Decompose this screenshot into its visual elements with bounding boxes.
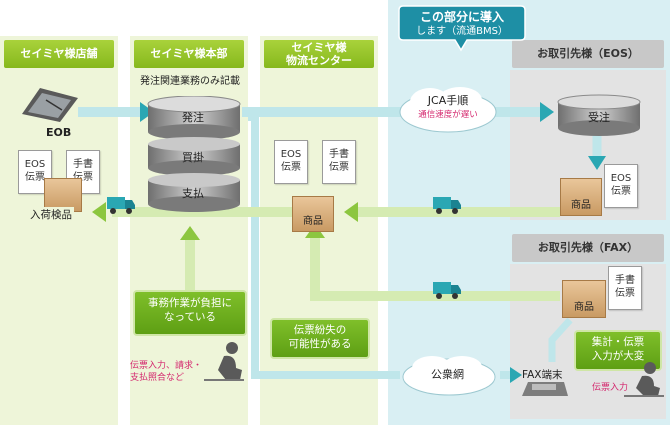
eos-partner-slip-line2: 伝票 bbox=[611, 186, 631, 197]
dc-hand-slip: 手書 伝票 bbox=[322, 140, 356, 184]
fax-hand-slip-line1: 手書 bbox=[615, 275, 635, 286]
hq-burden-note: 事務作業が負担に なっている bbox=[133, 290, 247, 336]
bubble-text: この部分に導入 します（流通BMS） bbox=[399, 10, 525, 38]
supplier-order-label: 受注 bbox=[588, 111, 610, 124]
store-eos-slip-line1: EOS bbox=[24, 159, 46, 170]
truck-icon-fax bbox=[433, 282, 461, 299]
jca-title: JCA手順 bbox=[427, 94, 469, 107]
truck-icon bbox=[107, 197, 135, 214]
fax-goods-label: 商品 bbox=[574, 302, 594, 313]
bms-bubble bbox=[398, 5, 526, 52]
store-hand-slip: 手書 伝票 bbox=[66, 150, 100, 194]
receiving-label: 入荷検品 bbox=[28, 207, 74, 222]
store-eos-slip-line2: 伝票 bbox=[25, 172, 45, 183]
fax-partner-header: お取引先様（FAX） bbox=[512, 234, 664, 262]
store-hand-slip-line1: 手書 bbox=[73, 159, 93, 170]
hq-burden-line2: なっている bbox=[164, 311, 216, 323]
dc-eos-slip-line2: 伝票 bbox=[281, 162, 301, 173]
dc-eos-slip: EOS 伝票 bbox=[274, 140, 308, 184]
store-goods-box bbox=[44, 178, 82, 212]
dc-eos-slip-line1: EOS bbox=[280, 149, 302, 160]
hq-payment-label: 支払 bbox=[182, 187, 204, 200]
slip-loss-note: 伝票紛失の 可能性がある bbox=[270, 318, 370, 359]
bubble-line2: します（流通BMS） bbox=[416, 26, 508, 37]
eos-goods-label: 商品 bbox=[571, 200, 591, 211]
dc-header-line2: 物流センター bbox=[286, 54, 352, 67]
eos-goods-box: 商品 bbox=[560, 178, 602, 216]
dc-goods-label: 商品 bbox=[303, 216, 323, 227]
truck-icon-eos bbox=[433, 197, 461, 214]
dc-goods-box: 商品 bbox=[292, 196, 334, 232]
fax-hand-slip-line2: 伝票 bbox=[615, 288, 635, 299]
dc-hand-slip-line2: 伝票 bbox=[329, 162, 349, 173]
fax-hand-slip: 手書 伝票 bbox=[608, 266, 642, 310]
hq-database-icon bbox=[147, 96, 241, 212]
hq-note: 発注関連業務のみ記載 bbox=[140, 76, 240, 87]
eob-device-icon bbox=[22, 88, 78, 122]
slip-loss-line2: 可能性がある bbox=[288, 338, 352, 350]
eos-partner-header: お取引先様（EOS） bbox=[512, 40, 664, 68]
hq-tasks-line2: 支払照合など bbox=[130, 373, 185, 383]
store-header: セイミヤ様店舗 bbox=[4, 40, 114, 68]
slip-loss-line1: 伝票紛失の bbox=[293, 324, 347, 336]
fax-machine-icon bbox=[522, 382, 568, 396]
jca-note: 通信速度が遅い bbox=[418, 110, 478, 120]
jca-text: JCA手順 通信速度が遅い bbox=[396, 92, 500, 120]
hq-purchase-label: 買掛 bbox=[182, 151, 204, 164]
dc-header-line1: セイミヤ様 bbox=[291, 41, 347, 54]
worried-person-icon bbox=[204, 342, 244, 381]
dc-hand-slip-line1: 手書 bbox=[329, 149, 349, 160]
fax-burden-line2: 入力が大変 bbox=[591, 350, 645, 362]
hq-order-label: 発注 bbox=[182, 111, 204, 124]
jca-cloud-icon bbox=[399, 87, 497, 133]
supplier-database-icon bbox=[557, 94, 641, 136]
public-network-label: 公衆網 bbox=[431, 368, 464, 381]
eos-partner-slip: EOS 伝票 bbox=[604, 164, 638, 208]
fax-burden-line1: 集計・伝票 bbox=[591, 336, 645, 348]
hq-tasks-note: 伝票入力、請求・ 支払照合など bbox=[130, 360, 210, 384]
eob-label: EOB bbox=[46, 126, 72, 139]
fax-goods-box: 商品 bbox=[562, 280, 606, 318]
hq-burden-line1: 事務作業が負担に bbox=[148, 297, 232, 309]
bubble-line1: この部分に導入 bbox=[419, 10, 504, 24]
store-hand-slip-line2: 伝票 bbox=[73, 172, 93, 183]
hq-tasks-line1: 伝票入力、請求・ bbox=[130, 361, 203, 371]
fax-terminal-label: FAX端末 bbox=[522, 369, 563, 381]
dc-header: セイミヤ様 物流センター bbox=[264, 40, 374, 68]
public-network-cloud-icon bbox=[402, 356, 496, 396]
fax-worker-icon bbox=[624, 362, 664, 397]
hq-header: セイミヤ様本部 bbox=[134, 40, 244, 68]
fax-input-note: 伝票入力 bbox=[592, 383, 629, 393]
eos-partner-slip-line1: EOS bbox=[610, 173, 632, 184]
